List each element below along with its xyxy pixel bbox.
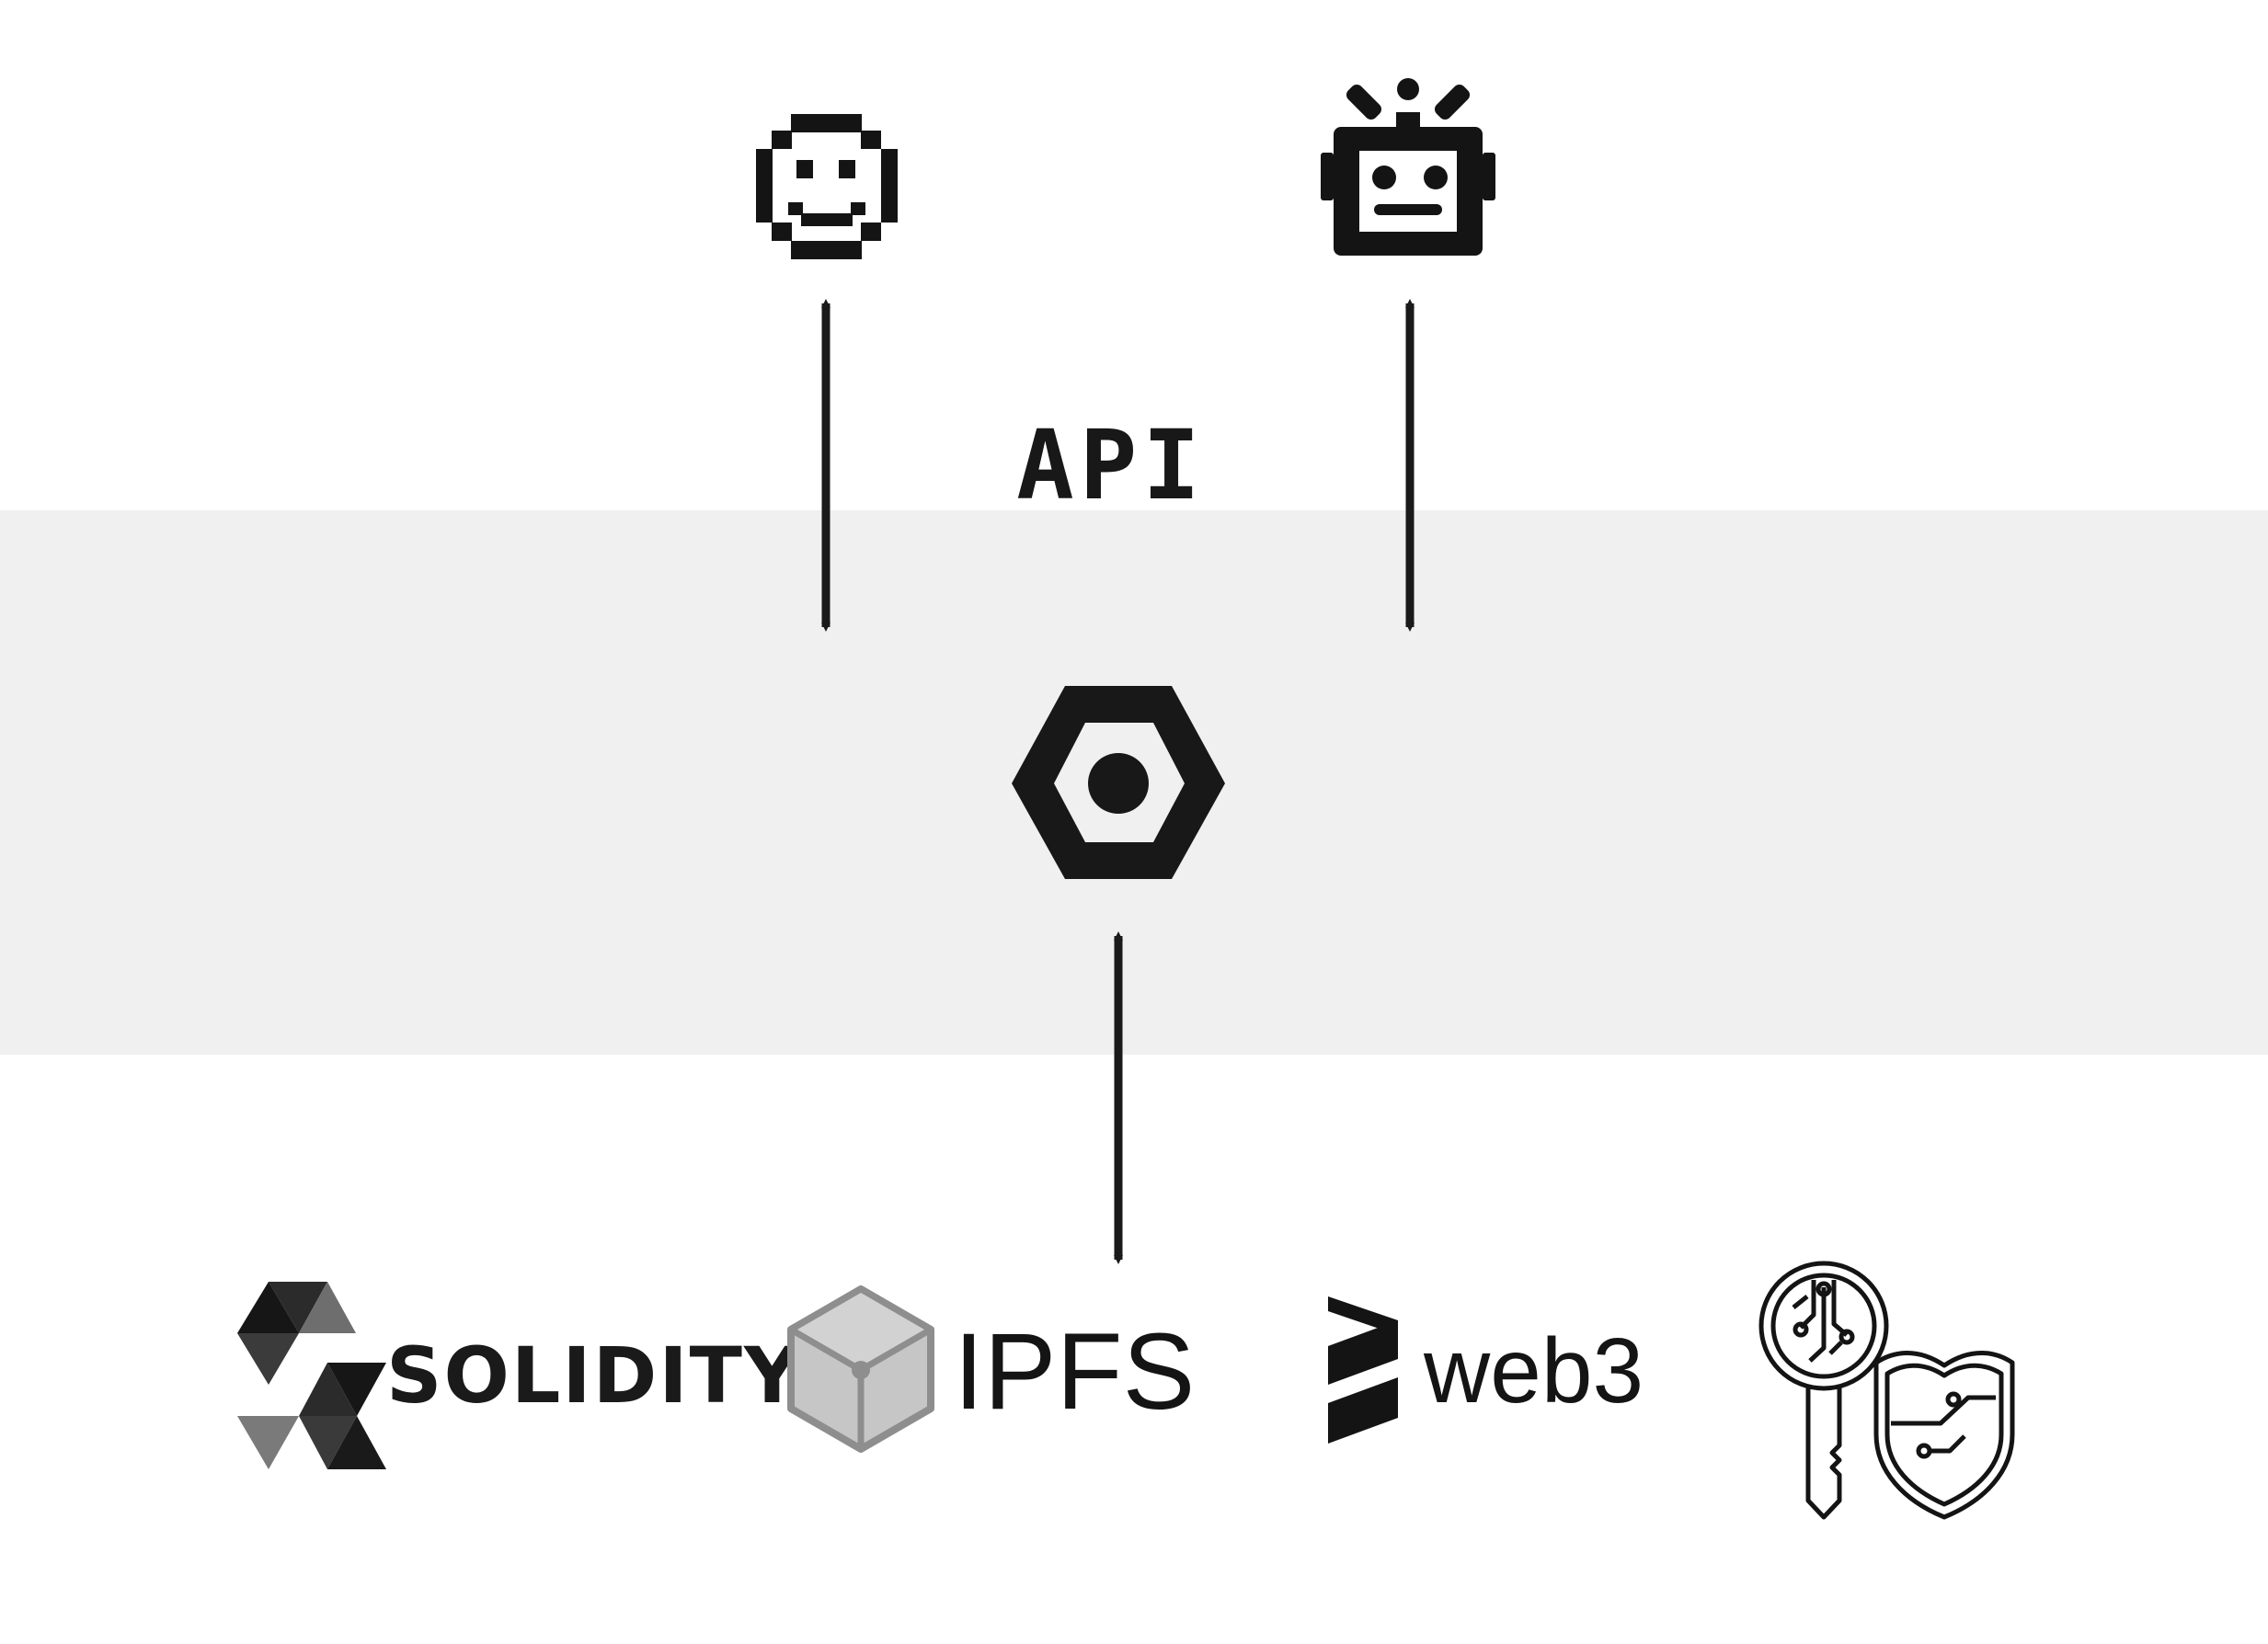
pixel-smiley-icon	[756, 114, 898, 259]
robot-icon	[1321, 78, 1495, 256]
solidity-logo-icon	[237, 1282, 386, 1469]
ipfs-cube-icon	[787, 1285, 934, 1453]
hexagon-bolt-icon	[1012, 686, 1225, 879]
api-label: API	[1016, 409, 1206, 521]
key-shield-icon	[1758, 1261, 2015, 1520]
solidity-label: SOLIDITY	[386, 1330, 802, 1421]
web3-label: web3	[1423, 1319, 1644, 1422]
ipfs-label: IPFS	[954, 1311, 1195, 1433]
web3-logo-icon	[1328, 1296, 1398, 1444]
